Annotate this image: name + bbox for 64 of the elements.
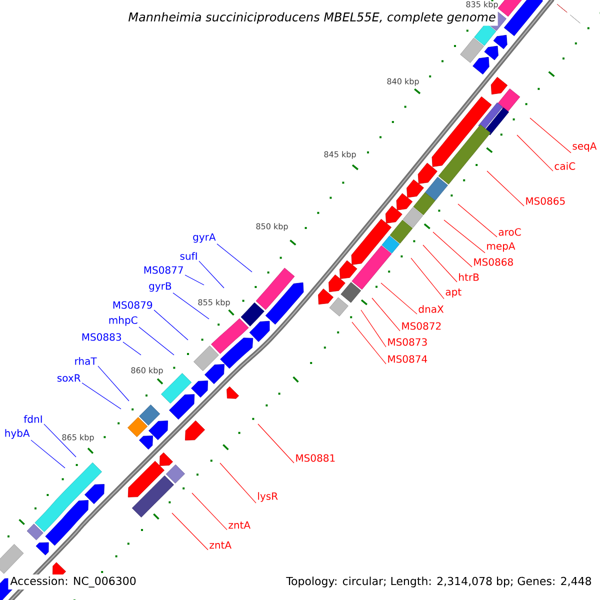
gene-label: MS0874: [388, 355, 428, 363]
leader-line: [458, 204, 498, 238]
scale-label: 835 kbp: [466, 1, 498, 9]
gene-label: dnaX: [418, 305, 444, 313]
leader-line: [30, 440, 66, 468]
leader-line: [216, 244, 252, 272]
gene-label: lysR: [258, 492, 278, 502]
gene-label: aroC: [498, 228, 521, 236]
scale-label: 860 kbp: [131, 367, 163, 375]
leader-line: [44, 424, 76, 458]
title: Mannheimia succiniciproducens MBEL55E, complete genome: [126, 10, 498, 26]
leader-line: [172, 512, 208, 550]
scale-label: 850 kbp: [256, 223, 288, 231]
leader-line: [258, 424, 294, 464]
leader-line: [220, 462, 256, 504]
gene-label: MS0873: [388, 338, 427, 346]
gene-label: fdnI: [24, 415, 42, 423]
leader-line: [122, 342, 142, 356]
gene-label: gyrB: [149, 282, 172, 292]
gene-label: caiC: [554, 162, 576, 170]
gene-label: mepA: [487, 242, 516, 252]
gene-label: soxR: [57, 374, 81, 382]
gene-label: rhaT: [75, 357, 97, 365]
gene-label: MS0883: [82, 333, 121, 341]
leader-line: [184, 274, 204, 286]
leader-line: [138, 326, 174, 356]
leader-line: [98, 366, 130, 402]
gene-label: gyrA: [193, 233, 216, 243]
gene-label: apt: [446, 288, 462, 298]
gene-label: zntA: [210, 541, 232, 549]
scale-label: 865 kbp: [62, 434, 94, 442]
leader-line: [410, 258, 444, 300]
gene-label: MS0881: [296, 454, 335, 462]
leader-line: [530, 118, 572, 154]
genome-info-text: Topology: circular; Length: 2,314,078 bp; Genes: 2,448: [284, 574, 594, 590]
gene-label: MS0879: [113, 301, 152, 309]
leader-line: [192, 492, 228, 530]
leader-line: [432, 232, 472, 268]
leader-line: [154, 310, 188, 340]
gene-label: zntA: [228, 521, 250, 529]
gene-label: MS0872: [402, 322, 441, 330]
scale-label: 845 kbp: [324, 151, 356, 159]
accession-text: Accession: NC_006300: [8, 574, 138, 590]
leader-line: [486, 170, 524, 206]
leader-line: [380, 282, 418, 314]
leader-line: [372, 298, 400, 332]
gene-label: htrB: [459, 273, 479, 281]
leader-line: [172, 292, 210, 320]
leader-line: [198, 260, 224, 288]
scale-label: 855 kbp: [198, 299, 230, 307]
gene-label: MS0877: [144, 266, 183, 274]
leader-line: [82, 382, 122, 410]
leader-line: [444, 220, 486, 254]
gene-label: MS0868: [474, 258, 513, 266]
gene-label: MS0865: [526, 197, 565, 205]
leader-line: [422, 244, 458, 282]
leader-line: [360, 310, 386, 348]
leader-line: [352, 322, 386, 364]
gene-label: hybA: [5, 429, 30, 439]
leader-line: [516, 134, 554, 172]
gene-label: sufI: [180, 252, 197, 260]
gene-label: seqA: [572, 142, 597, 152]
scale-label: 840 kbp: [387, 78, 419, 86]
gene-label: mhpC: [109, 316, 138, 326]
